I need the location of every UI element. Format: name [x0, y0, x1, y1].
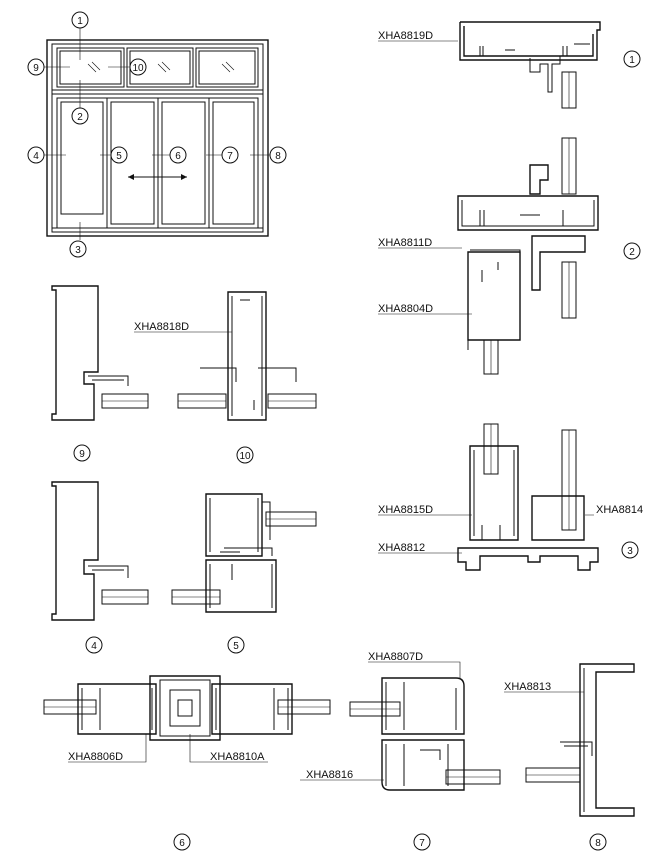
section-10-profile: XHA8818D 10 [134, 291, 317, 464]
section-2-profile: XHA8811D XHA8804D 2 [378, 137, 641, 375]
section-number-6: 6 [179, 838, 185, 849]
svg-text:10: 10 [132, 63, 144, 74]
svg-text:2: 2 [77, 112, 83, 123]
label-xha8810a: XHA8810A [210, 751, 265, 763]
section-5-profile: 5 [171, 493, 317, 654]
svg-text:8: 8 [275, 151, 281, 162]
elevation-callouts: 1 9 10 2 4 5 6 7 8 3 [27, 11, 287, 258]
callout-9: 9 [27, 58, 45, 76]
section-number-9: 9 [79, 449, 85, 460]
label-xha8813: XHA8813 [504, 681, 551, 693]
label-xha8818d: XHA8818D [134, 321, 189, 333]
callout-10: 10 [129, 58, 147, 76]
section-4-profile: 4 [51, 481, 149, 654]
callout-8: 8 [269, 146, 287, 164]
label-xha8815d: XHA8815D [378, 504, 433, 516]
section-number-1: 1 [629, 55, 635, 66]
svg-text:4: 4 [33, 151, 39, 162]
svg-text:5: 5 [116, 151, 122, 162]
callout-3: 3 [69, 240, 87, 258]
section-3-profile: XHA8815D XHA8814 XHA8812 3 [378, 423, 643, 571]
callout-6: 6 [169, 146, 187, 164]
section-number-5: 5 [233, 641, 239, 652]
section-7-profile: XHA8807D XHA8816 7 [300, 651, 501, 851]
svg-text:1: 1 [77, 16, 83, 27]
label-xha8804d: XHA8804D [378, 303, 433, 315]
label-xha8807d: XHA8807D [368, 651, 423, 663]
label-xha8811d: XHA8811D [378, 237, 432, 249]
callout-1: 1 [71, 11, 89, 29]
section-8-profile: XHA8813 8 [504, 663, 635, 851]
section-9-profile: 9 [51, 285, 149, 462]
callout-4: 4 [27, 146, 45, 164]
svg-text:7: 7 [227, 151, 233, 162]
section-number-2: 2 [629, 247, 635, 258]
svg-text:6: 6 [175, 151, 181, 162]
callout-7: 7 [221, 146, 239, 164]
section-number-7: 7 [419, 838, 425, 849]
label-xha8812: XHA8812 [378, 542, 425, 554]
label-xha8806d: XHA8806D [68, 751, 123, 763]
callout-2: 2 [71, 107, 89, 125]
section-number-8: 8 [595, 838, 601, 849]
label-xha8816: XHA8816 [306, 769, 353, 781]
callout-5: 5 [110, 146, 128, 164]
section-number-4: 4 [91, 641, 97, 652]
svg-text:3: 3 [75, 245, 81, 256]
section-number-10: 10 [239, 451, 251, 462]
label-xha8814: XHA8814 [596, 504, 643, 516]
section-1-profile: XHA8819D 1 [378, 21, 641, 109]
section-number-3: 3 [627, 546, 633, 557]
section-6-profile: XHA8806D XHA8810A 6 [43, 675, 331, 851]
svg-text:9: 9 [33, 63, 39, 74]
label-xha8819d: XHA8819D [378, 30, 433, 42]
window-elevation [44, 28, 270, 240]
